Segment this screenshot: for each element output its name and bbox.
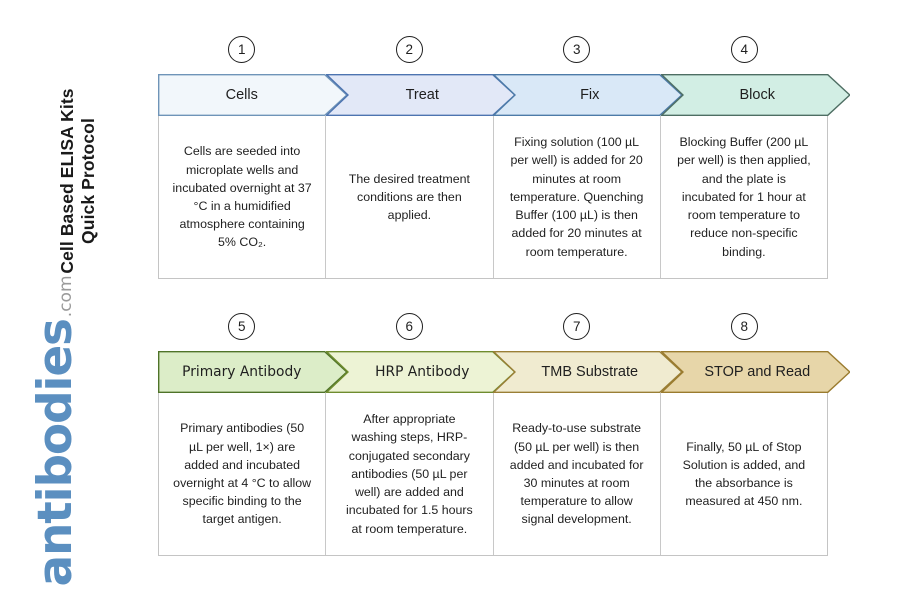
step-chevron-7[interactable]: TMB Substrate (493, 351, 683, 393)
description-row-1: Cells are seeded into microplate wells a… (158, 116, 828, 279)
chevron-shape (660, 351, 850, 393)
step-number-label: 7 (572, 318, 581, 334)
chevron-shape (660, 74, 850, 116)
step-description-text: Fixing solution (100 µL per well) is add… (509, 135, 644, 259)
step-number-label: 4 (740, 41, 748, 57)
step-label: HRP Antibody (375, 364, 470, 380)
protocol-row-1: 1 2 3 4 Cells Treat Fix Block Cells are seeded… (158, 36, 850, 279)
step-number-6: 6 (395, 313, 423, 340)
step-description-text: Cells are seeded into microplate wells a… (172, 144, 312, 250)
step-description-text: After appropriate washing steps, HRP-con… (346, 412, 473, 536)
step-number-label: 8 (740, 318, 748, 334)
step-description-text: Primary antibodies (50 µL per well, 1×) … (173, 421, 312, 527)
step-number-5: 5 (228, 313, 256, 340)
step-number-1: 1 (228, 36, 256, 63)
chevron-shape (493, 74, 683, 116)
step-chevron-8[interactable]: STOP and Read (660, 351, 850, 393)
chevron-shape (158, 351, 348, 393)
step-description-cell-3: Fixing solution (100 µL per well) is add… (494, 116, 661, 278)
step-number-label: 3 (572, 41, 581, 57)
step-label: Block (739, 87, 775, 103)
step-chevron-3[interactable]: Fix (493, 74, 683, 116)
step-number-8: 8 (730, 313, 758, 340)
step-description-text: Blocking Buffer (200 µL per well) is the… (677, 135, 811, 259)
step-label: STOP and Read (704, 364, 811, 380)
description-row-2: Primary antibodies (50 µL per well, 1×) … (158, 393, 828, 556)
step-chevron-2[interactable]: Treat (325, 74, 515, 116)
step-label: TMB Substrate (541, 364, 639, 380)
step-label: Primary Antibody (182, 364, 302, 380)
page-title-line-1: Cell Based ELISA Kits (56, 88, 77, 274)
step-label: Cells (225, 87, 258, 103)
chevron-band-1: Cells Treat Fix Block (158, 74, 850, 116)
page-title: Cell Based ELISA Kits Quick Protocol (50, 51, 106, 311)
step-number-label: 2 (405, 41, 413, 57)
step-description-cell-4: Blocking Buffer (200 µL per well) is the… (661, 116, 827, 278)
step-chevron-5[interactable]: Primary Antibody (158, 351, 348, 393)
step-number-label: 6 (405, 318, 413, 334)
step-description-cell-8: Finally, 50 µL of Stop Solution is added… (661, 393, 827, 555)
step-description-text: Ready-to-use substrate (50 µL per well) … (509, 421, 644, 527)
step-description-cell-7: Ready-to-use substrate (50 µL per well) … (494, 393, 661, 555)
antibodies-logo: antibodies .com (28, 275, 94, 586)
chevron-band-2: Primary Antibody HRP Antibody TMB Substrat… (158, 351, 850, 393)
step-chevron-6[interactable]: HRP Antibody (325, 351, 515, 393)
step-number-group-1: 1 2 3 4 (158, 36, 828, 70)
page-title-line-2: Quick Protocol (78, 118, 98, 244)
step-number-2: 2 (395, 36, 423, 63)
chevron-shape (325, 74, 515, 116)
step-number-7: 7 (563, 313, 591, 340)
step-label: Fix (580, 87, 600, 103)
chevron-shape (325, 351, 515, 393)
step-label: Treat (405, 87, 439, 103)
step-description-cell-2: The desired treatment conditions are the… (326, 116, 494, 278)
logo-brand-text: antibodies (28, 319, 83, 587)
step-number-3: 3 (563, 36, 591, 63)
chevron-shape (493, 351, 683, 393)
step-description-cell-6: After appropriate washing steps, HRP-con… (326, 393, 494, 555)
step-number-group-2: 5 6 7 8 (158, 313, 828, 347)
logo-tld-text: .com (56, 275, 76, 318)
step-number-label: 5 (237, 318, 246, 334)
step-number-4: 4 (730, 36, 758, 63)
protocol-row-2: 5 6 7 8 Primary Antibody HRP Antibody TMB Sub… (158, 313, 850, 556)
step-description-cell-5: Primary antibodies (50 µL per well, 1×) … (159, 393, 327, 555)
step-description-cell-1: Cells are seeded into microplate wells a… (159, 116, 327, 278)
step-description-text: The desired treatment conditions are the… (348, 171, 470, 223)
step-number-label: 1 (237, 41, 246, 57)
chevron-shape (158, 74, 348, 116)
step-chevron-1[interactable]: Cells (158, 74, 348, 116)
step-chevron-4[interactable]: Block (660, 74, 850, 116)
step-description-text: Finally, 50 µL of Stop Solution is added… (682, 439, 806, 509)
